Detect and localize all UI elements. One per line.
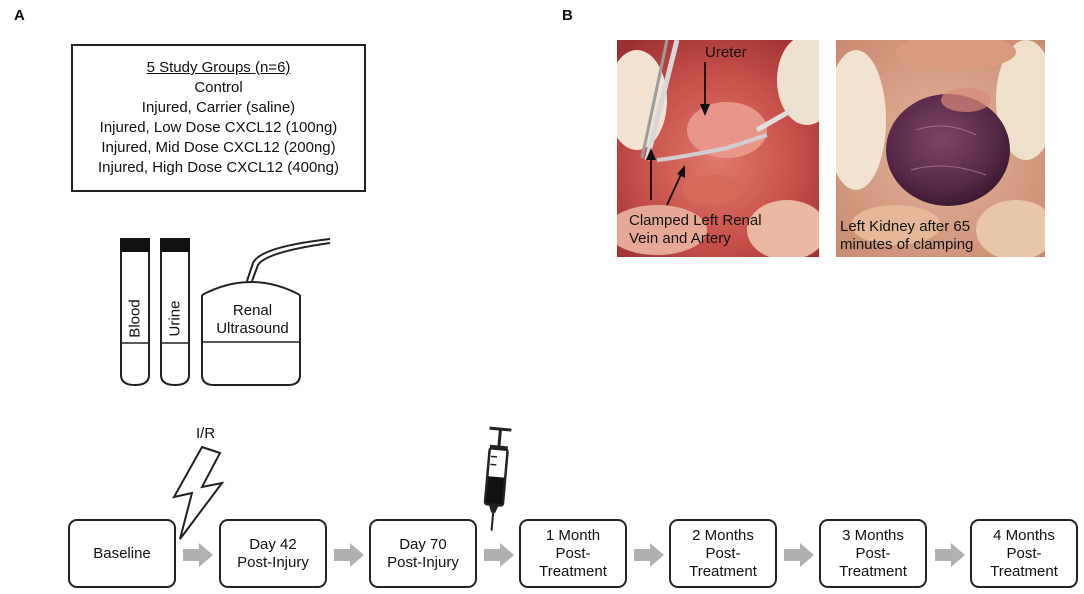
- study-group-mid-dose: Injured, Mid Dose CXCL12 (200ng): [101, 139, 336, 156]
- timeline-label: Day 70 Post-Injury: [387, 535, 459, 571]
- blood-label: Blood: [126, 299, 144, 338]
- syringe-icon: [483, 426, 512, 531]
- timeline-arrow-icon: [484, 543, 514, 567]
- ischemia-reperfusion-label: I/R: [196, 425, 216, 442]
- timeline-label: Day 42 Post-Injury: [237, 535, 309, 571]
- timeline-step-1-month: 1 Month Post- Treatment: [519, 519, 627, 588]
- ultrasound-probe-icon: [201, 238, 331, 386]
- timeline-label: 3 Months Post- Treatment: [839, 526, 907, 580]
- study-group-carrier: Injured, Carrier (saline): [141, 99, 296, 116]
- timeline-arrow-icon: [334, 543, 364, 567]
- timeline-arrow-icon: [935, 543, 965, 567]
- timeline-step-baseline: Baseline: [68, 519, 176, 588]
- timeline-step-3-months: 3 Months Post- Treatment: [819, 519, 927, 588]
- timeline-label: 1 Month Post- Treatment: [539, 526, 607, 580]
- study-groups-title: 5 Study Groups (n=6): [146, 59, 291, 76]
- ultrasound-label: Renal Ultrasound: [216, 302, 289, 337]
- kidney-caption: Left Kidney after 65 minutes of clamping: [840, 218, 974, 253]
- timeline-step-day-70: Day 70 Post-Injury: [369, 519, 477, 588]
- ureter-label: Ureter: [705, 44, 747, 61]
- surgical-clamp-photo: Ureter Clamped Left Renal Vein and Arter…: [617, 40, 819, 257]
- study-group-control: Control: [194, 79, 243, 96]
- study-group-high-dose: Injured, High Dose CXCL12 (400ng): [98, 159, 339, 176]
- clamp-label: Clamped Left Renal Vein and Artery: [629, 212, 762, 247]
- timeline-arrow-icon: [784, 543, 814, 567]
- kidney-image: [836, 40, 1045, 257]
- ischemic-kidney-photo: Left Kidney after 65 minutes of clamping: [836, 40, 1045, 257]
- urine-tube-icon: [160, 238, 190, 387]
- study-group-low-dose: Injured, Low Dose CXCL12 (100ng): [99, 119, 338, 136]
- sample-collection-illustration: [120, 238, 331, 387]
- timeline-arrow-icon: [634, 543, 664, 567]
- panel-label-b: B: [562, 7, 573, 24]
- timeline-label: Baseline: [93, 544, 151, 562]
- timeline-step-2-months: 2 Months Post- Treatment: [669, 519, 777, 588]
- timeline-label: 4 Months Post- Treatment: [990, 526, 1058, 580]
- urine-label: Urine: [166, 300, 184, 337]
- timeline-label: 2 Months Post- Treatment: [689, 526, 757, 580]
- lightning-bolt-icon: [172, 445, 225, 540]
- blood-tube-icon: [120, 238, 150, 387]
- study-groups-box: 5 Study Groups (n=6) Control Injured, Ca…: [71, 44, 366, 192]
- timeline-step-day-42: Day 42 Post-Injury: [219, 519, 327, 588]
- panel-label-a: A: [14, 7, 25, 24]
- timeline-arrow-icon: [183, 543, 213, 567]
- surgical-field-image: [617, 40, 819, 257]
- timeline-step-4-months: 4 Months Post- Treatment: [970, 519, 1078, 588]
